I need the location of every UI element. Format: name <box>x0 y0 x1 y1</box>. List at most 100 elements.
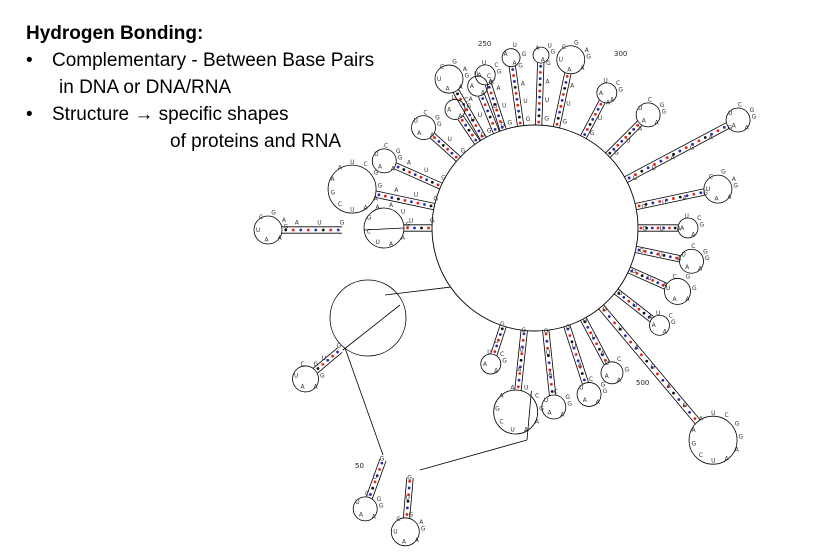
base-pair-bond <box>416 201 420 205</box>
nucleotide-glyph: G <box>721 169 726 176</box>
base-pair-bond <box>661 378 665 382</box>
nucleotide-glyph: A <box>610 96 615 103</box>
base-pair-bond <box>582 378 586 382</box>
helix-2-hairpin-loop <box>501 48 521 68</box>
base-pair-bond <box>378 467 381 471</box>
base-pair-bond <box>592 336 596 340</box>
nucleotide-glyph: A <box>389 241 394 248</box>
nucleotide-glyph: A <box>374 196 379 203</box>
helix-11-strand-a <box>627 272 665 290</box>
base-pair-bond <box>628 131 632 135</box>
base-pair-bond <box>688 410 691 414</box>
helix-18-hairpin-loop <box>480 353 502 375</box>
base-pair-bond <box>546 346 550 350</box>
base-pair-bond <box>684 146 688 149</box>
nucleotide-glyph: A <box>458 113 463 120</box>
base-pair-bond <box>470 133 474 137</box>
nucleotide-glyph: G <box>284 224 289 231</box>
five-prime-hairpin-hairpin-loop <box>292 365 319 393</box>
base-pair-bond <box>433 136 437 140</box>
base-pair-bond <box>580 372 584 375</box>
base-pair-bond <box>550 390 554 393</box>
base-pair-bond <box>563 86 567 90</box>
helix-2-strand-b <box>508 66 518 127</box>
nucleotide-glyph: U <box>656 310 660 317</box>
helix-12-strand-b <box>617 288 654 317</box>
bullet-dot-icon: • <box>26 50 33 71</box>
nucleotide-glyph: A <box>686 296 691 303</box>
base-pair-bond <box>493 128 497 131</box>
nucleotide-glyph: C <box>709 173 713 180</box>
base-pair-bond <box>583 320 587 324</box>
nucleotide-glyph: U <box>414 118 418 125</box>
nucleotide-glyph: A <box>458 84 463 91</box>
base-pair-bond <box>306 228 310 232</box>
base-pair-bond <box>607 315 611 318</box>
long-range-connector-a <box>344 347 384 456</box>
base-pair-bond <box>672 391 675 395</box>
nucleotide-glyph: G <box>660 102 665 109</box>
base-pair-bond <box>513 80 516 83</box>
nucleotide-glyph: G <box>640 247 645 254</box>
helix-14-hairpin-loop <box>600 361 624 385</box>
nucleotide-glyph: U <box>493 103 497 110</box>
base-pair-bond <box>511 68 515 71</box>
base-pair-bond <box>668 255 672 259</box>
nucleotide-glyph: C <box>440 63 444 70</box>
helix-8-hairpin-loop <box>703 174 733 204</box>
nucleotide-glyph: G <box>367 215 372 222</box>
nucleotide-glyph: A <box>673 296 678 303</box>
base-pair-bond <box>556 116 560 120</box>
base-pair-bond <box>407 493 410 497</box>
nucleotide-glyph: U <box>478 112 482 119</box>
nucleotide-glyph: G <box>396 148 401 155</box>
base-pair-bond <box>456 92 459 96</box>
base-pair-bond <box>637 307 641 311</box>
base-pair-bond <box>547 354 550 357</box>
base-pair-bond <box>618 327 622 331</box>
helix-21-strand-a <box>434 132 461 157</box>
nucleotide-glyph: G <box>692 440 697 447</box>
base-pair-bond <box>640 169 644 173</box>
base-pair-bond <box>493 350 497 354</box>
base-pair-bond <box>692 192 696 196</box>
nucleotide-glyph: G <box>703 248 708 255</box>
base-pair-bond <box>591 117 595 121</box>
bullet-structure: • Structure → specific shapes <box>26 101 426 128</box>
nucleotide-glyph: G <box>562 119 567 126</box>
base-pair-bond <box>369 493 372 496</box>
helix-9-hairpin-loop <box>677 217 699 239</box>
base-pair-bond <box>608 151 612 155</box>
bullet-structure-text: Structure → specific shapes <box>52 104 289 125</box>
base-pair-bond <box>627 299 631 303</box>
base-pair-bond <box>677 398 681 401</box>
helix-4-hairpin-loop <box>556 45 586 75</box>
large-internal-loop <box>329 279 407 357</box>
base-pair-bond <box>514 91 518 95</box>
base-pair-bond <box>521 345 524 349</box>
base-pair-bond <box>413 173 417 177</box>
base-pair-bond <box>632 303 636 307</box>
nucleotide-glyph: A <box>499 393 504 400</box>
base-pair-bond <box>644 203 648 206</box>
nucleotide-glyph: A <box>691 231 696 238</box>
base-pair-bond <box>512 74 515 77</box>
nucleotide-glyph: G <box>374 170 379 177</box>
base-pair-bond <box>632 127 636 131</box>
nucleotide-glyph: A <box>642 117 647 124</box>
base-pair-bond <box>336 228 340 232</box>
nucleotide-glyph: G <box>586 53 591 60</box>
nucleotide-glyph: C <box>396 516 400 523</box>
multiloop-ring <box>431 124 639 332</box>
nucleotide-glyph: C <box>259 214 263 221</box>
nucleotide-glyph: A <box>364 204 369 211</box>
nucleotide-glyph: G <box>497 68 502 75</box>
nucleotide-glyph: U <box>519 347 523 354</box>
helix-12-strand-a <box>613 293 650 322</box>
base-pair-bond <box>410 200 413 204</box>
base-pair-bond <box>522 332 526 336</box>
base-pair-bond <box>487 85 491 89</box>
base-pair-bond <box>710 132 714 136</box>
